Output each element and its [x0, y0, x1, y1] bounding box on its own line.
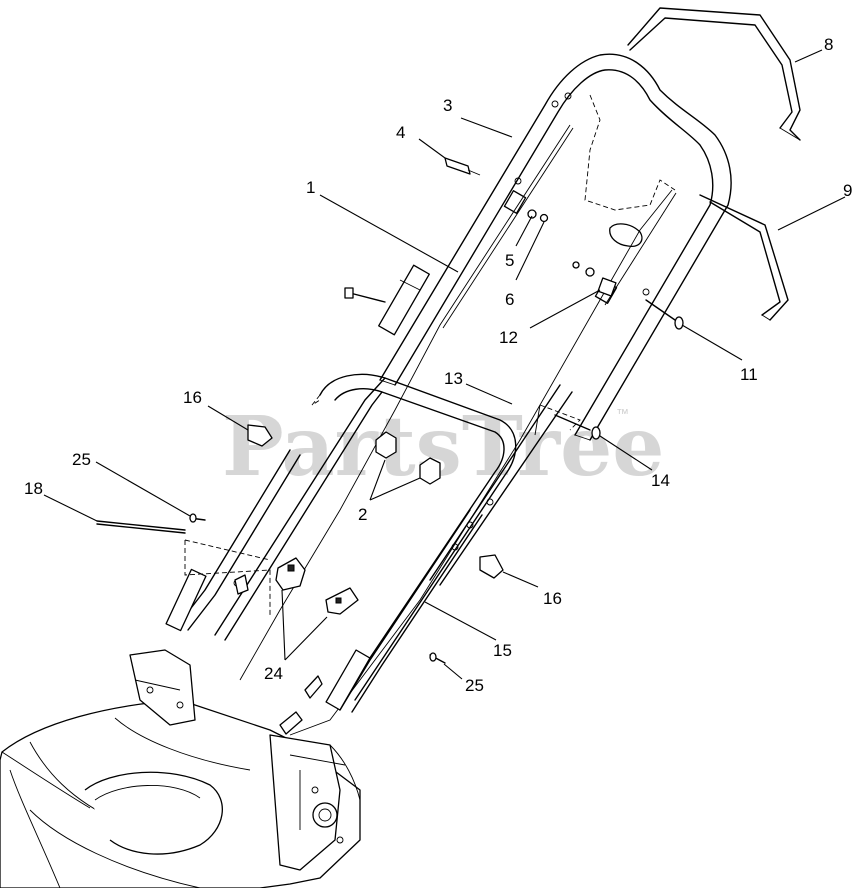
- watermark: PartsTree ™: [222, 399, 664, 495]
- callout-4: 4: [396, 123, 405, 142]
- callout-labels: 1 2 3 4 5 6 8 9 11 12 13 14 15 16 16 18 …: [24, 35, 852, 695]
- callout-24: 24: [264, 664, 283, 683]
- upper-handle: [379, 53, 732, 441]
- callout-25-lower: 25: [465, 676, 484, 695]
- callout-11: 11: [740, 365, 758, 384]
- callout-16-lower: 16: [543, 589, 562, 608]
- watermark-text: PartsTree: [222, 399, 664, 495]
- dashed-planes: [184, 539, 271, 615]
- lower-handle: [214, 373, 517, 701]
- callout-12: 12: [499, 328, 518, 347]
- mower-deck: [0, 649, 361, 888]
- callout-5: 5: [505, 251, 514, 270]
- callout-14: 14: [651, 471, 670, 490]
- lower-side-tubes: [165, 384, 581, 713]
- control-bar: [627, 7, 801, 141]
- hardware: [96, 157, 684, 735]
- callout-3: 3: [443, 96, 452, 115]
- callout-16-upper: 16: [183, 388, 202, 407]
- callout-13: 13: [444, 369, 463, 388]
- dashed-swing-region: [584, 94, 676, 247]
- callout-8: 8: [824, 35, 833, 54]
- wire-bracket: [699, 194, 789, 321]
- callout-2: 2: [358, 505, 367, 524]
- watermark-trademark: ™: [616, 406, 629, 421]
- callout-6: 6: [505, 290, 514, 309]
- callout-15: 15: [493, 641, 512, 660]
- callout-1: 1: [306, 178, 315, 197]
- callout-25-upper: 25: [72, 450, 91, 469]
- callout-18: 18: [24, 479, 43, 498]
- control-cable: [239, 124, 677, 736]
- leader-lines: [43, 49, 846, 680]
- callout-9: 9: [843, 181, 852, 200]
